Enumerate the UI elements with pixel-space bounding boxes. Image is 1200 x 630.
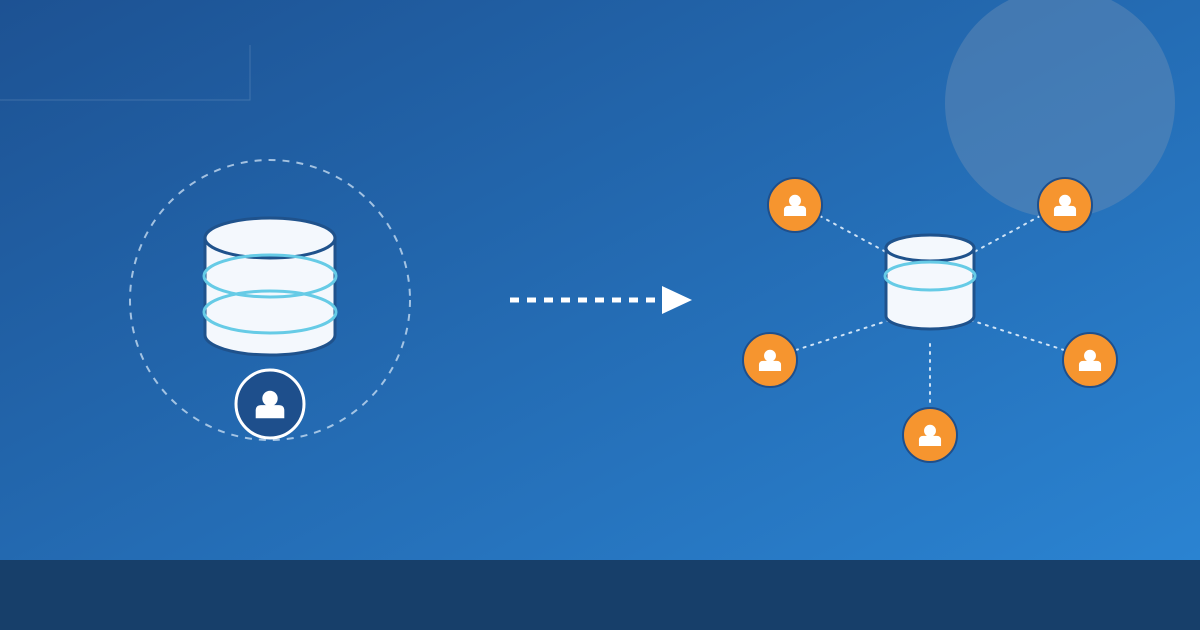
connector-lines — [795, 215, 1065, 409]
hub-database-icon — [883, 233, 977, 331]
database-icon — [202, 216, 338, 357]
user-icon-middle-right — [1062, 332, 1118, 388]
multi-user-database-group — [742, 177, 1118, 463]
user-icon-top-right — [1037, 177, 1093, 233]
arrow-right-icon — [510, 286, 692, 314]
connector-line — [795, 319, 891, 351]
user-icon-bottom — [902, 407, 958, 463]
footer-band — [0, 560, 1200, 630]
dashed-boundary-circle — [129, 159, 411, 441]
user-icon — [234, 368, 306, 440]
decor-circle — [945, 0, 1175, 218]
user-icon-top-left — [767, 177, 823, 233]
decor-corner-frame — [0, 45, 251, 101]
connector-line — [969, 319, 1065, 351]
single-user-database-group — [129, 159, 411, 441]
user-icon-middle-left — [742, 332, 798, 388]
